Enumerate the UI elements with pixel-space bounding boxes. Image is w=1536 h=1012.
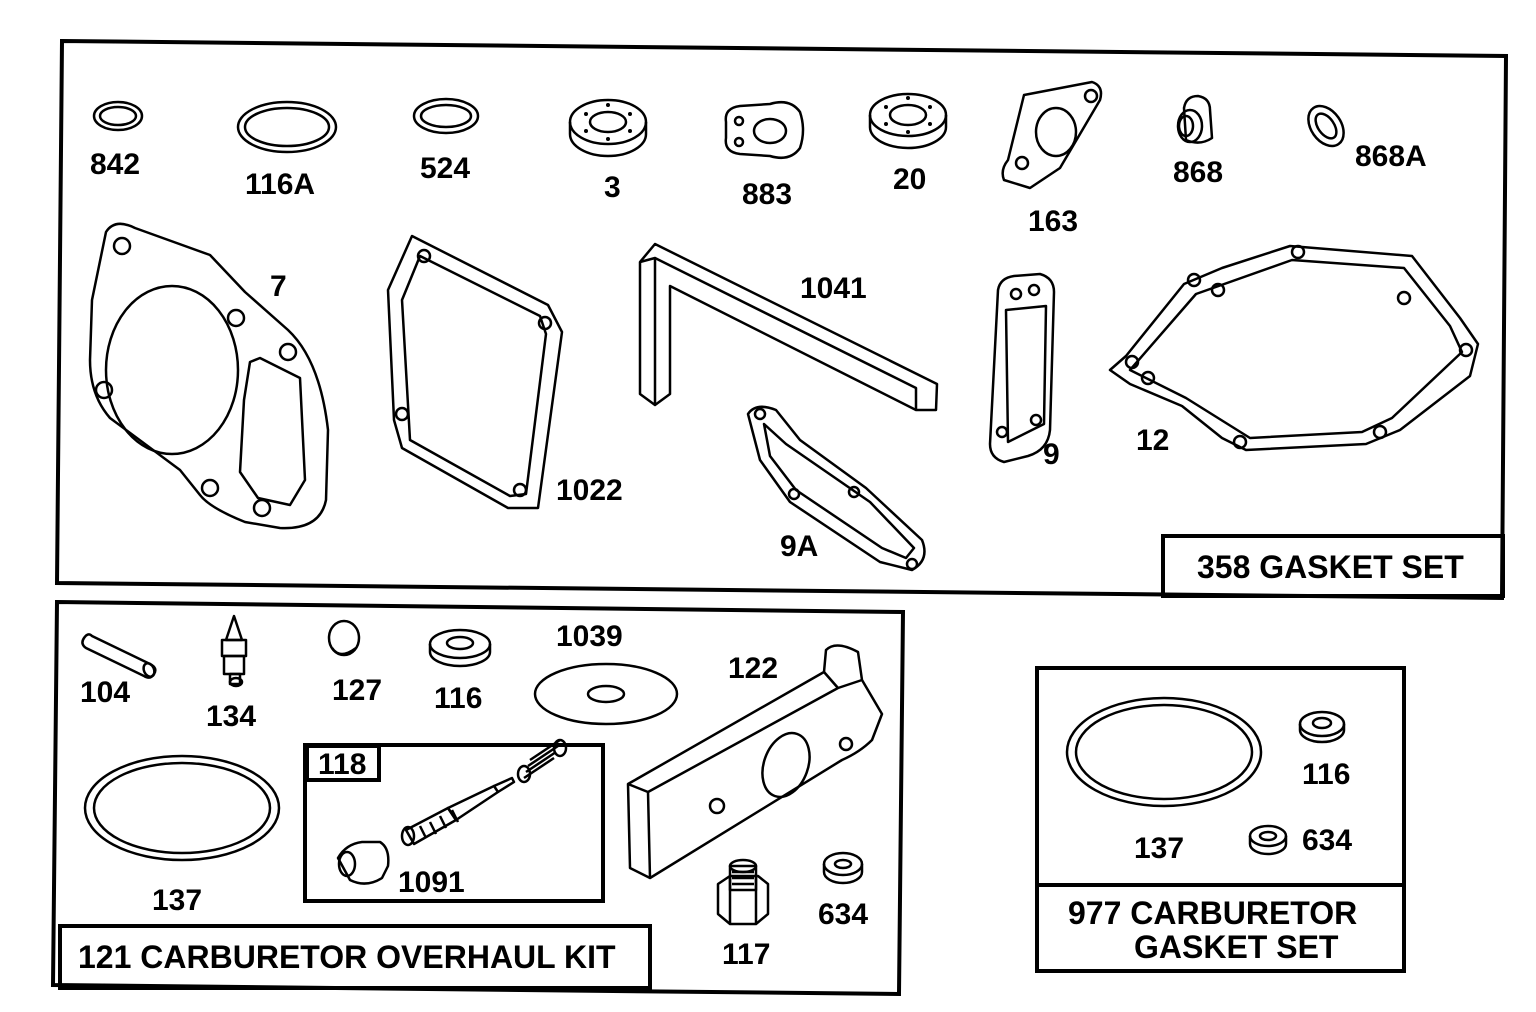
label-883: 883 — [742, 178, 792, 211]
part-524-oring — [412, 97, 480, 135]
label-9A: 9A — [780, 530, 818, 563]
label-137: 137 — [152, 884, 202, 917]
label-842: 842 — [90, 148, 140, 181]
overhaul-kit-title-box — [58, 924, 652, 990]
part-634-washer — [822, 851, 864, 885]
label-117: 117 — [722, 938, 770, 971]
part-137-bowl-gasket-kit — [1065, 696, 1263, 808]
subkit-118-frame — [303, 743, 605, 903]
label-7: 7 — [270, 270, 287, 303]
label-1091: 1091 — [398, 866, 465, 899]
part-12-gasket — [1108, 244, 1480, 452]
part-1091-mixture-screw — [400, 776, 516, 847]
label-163: 163 — [1028, 205, 1078, 238]
label-9: 9 — [1043, 438, 1060, 471]
carb-label-137: 137 — [1134, 832, 1184, 865]
part-883-gasket — [724, 101, 805, 159]
label-868: 868 — [1173, 156, 1223, 189]
carb-label-634: 634 — [1302, 824, 1352, 857]
part-137-bowl-gasket — [83, 754, 281, 862]
gasket-set-panel: 358 GASKET SET 842 116A 524 3 — [54, 38, 1509, 601]
carb-gasket-set-panel: 137 116 634 977 CARBURETOR GASKET SET — [1035, 666, 1406, 973]
subkit-118: 118 1091 — [303, 738, 605, 903]
overhaul-kit-title: 121 CARBURETOR OVERHAUL KIT — [78, 939, 616, 975]
gasket-set-title: 358 GASKET SET — [1197, 549, 1464, 585]
part-163-gasket — [1001, 80, 1103, 190]
part-spring — [516, 738, 568, 784]
part-134-needle — [220, 614, 248, 688]
label-1041: 1041 — [800, 272, 867, 305]
part-127-welch-plug — [327, 619, 361, 657]
part-868A-washer — [1307, 104, 1345, 148]
overhaul-kit-frame — [50, 599, 906, 997]
part-3-oil-seal — [568, 98, 648, 158]
part-116-washer-kit — [1298, 710, 1346, 744]
label-1022: 1022 — [556, 474, 623, 507]
label-104: 104 — [80, 676, 130, 709]
label-1039: 1039 — [556, 620, 623, 653]
part-868-valve-seal — [1176, 94, 1214, 144]
label-122: 122 — [728, 652, 778, 685]
part-limiter-cap — [336, 840, 390, 885]
label-116A: 116A — [245, 168, 315, 201]
part-634-washer-kit — [1248, 824, 1288, 856]
carb-label-116: 116 — [1302, 758, 1350, 791]
part-9-gasket — [988, 272, 1056, 464]
part-104-pin — [81, 633, 157, 679]
label-524: 524 — [420, 152, 470, 185]
label-868A: 868A — [1355, 140, 1427, 173]
overhaul-kit-panel: 121 CARBURETOR OVERHAUL KIT 104 134 127 — [50, 599, 906, 997]
part-117-jet — [716, 858, 770, 926]
part-842-oring — [92, 100, 144, 132]
part-1039-diaphragm — [533, 662, 679, 726]
label-20: 20 — [893, 163, 926, 196]
part-1041-strip — [638, 242, 939, 412]
subkit-118-tag — [305, 744, 381, 782]
part-116A-oring — [236, 100, 338, 154]
label-634: 634 — [818, 898, 868, 931]
label-12: 12 — [1136, 424, 1169, 457]
carb-gasket-set-title-line1: 977 CARBURETOR — [1068, 895, 1357, 931]
label-127: 127 — [332, 674, 382, 707]
part-9A-gasket — [746, 405, 926, 572]
carb-gasket-set-title-line2: GASKET SET — [1134, 929, 1339, 965]
gasket-set-title-box — [1161, 534, 1505, 598]
subkit-118-title: 118 — [318, 748, 366, 781]
part-20-oil-seal — [868, 92, 948, 150]
label-134: 134 — [206, 700, 256, 733]
carb-gasket-set-frame — [1035, 666, 1406, 973]
part-122-spacer — [626, 644, 884, 880]
part-1022-gasket — [386, 234, 564, 510]
label-116: 116 — [434, 682, 482, 715]
part-7-head-gasket — [88, 222, 330, 530]
label-3: 3 — [604, 171, 621, 204]
part-116-washer — [428, 628, 492, 668]
